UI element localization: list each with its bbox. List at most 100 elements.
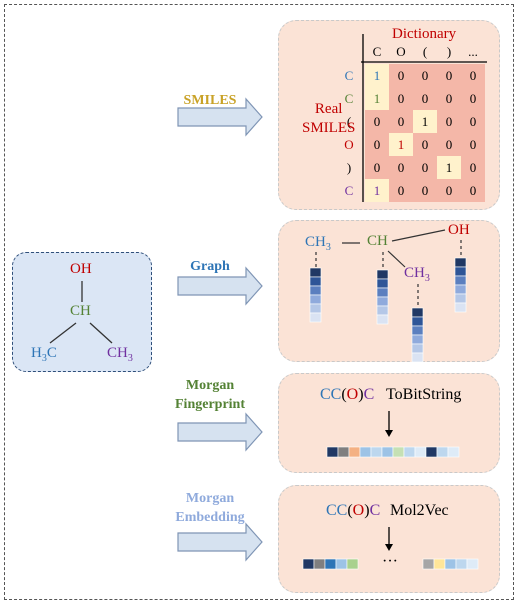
matrix-cell: 0 <box>422 183 429 198</box>
graph-method-label: Graph <box>190 259 230 274</box>
dictionary-label: Dictionary <box>392 26 457 42</box>
matrix-cell: 1 <box>398 137 405 152</box>
graph-feature-cell <box>454 302 467 313</box>
graph-node-ch3-left: CH3 <box>305 234 331 253</box>
matrix-row-label: C <box>345 183 354 198</box>
graph-node-ch: CH <box>367 233 388 249</box>
smiles-token: ) <box>364 502 370 519</box>
fingerprint-method: ToBitString <box>386 386 462 403</box>
matrix-column-label: ) <box>447 44 451 59</box>
matrix-cell: 0 <box>422 160 429 175</box>
matrix-row-label: C <box>345 68 354 83</box>
embedding-smiles: CC(O)C <box>326 502 380 520</box>
embedding-cell <box>302 558 315 570</box>
matrix-cell: 0 <box>398 160 405 175</box>
embedding-cell <box>466 558 479 570</box>
smiles-token: C <box>363 386 375 403</box>
edge-ch-ch3 <box>387 250 406 268</box>
matrix-cell: 0 <box>422 68 429 83</box>
embedding-cell <box>444 558 457 570</box>
matrix-cell: 0 <box>470 91 477 106</box>
graph-feature-cell <box>309 312 322 323</box>
smiles-token: O <box>352 502 365 519</box>
matrix-highlight-cell <box>437 156 461 179</box>
matrix-cell: 0 <box>422 91 429 106</box>
matrix-cell: 0 <box>470 160 477 175</box>
matrix-highlight-cell <box>365 64 389 87</box>
smiles-token: ) <box>358 386 364 403</box>
embedding-method: Mol2Vec <box>390 502 449 519</box>
matrix-column-label: C <box>373 44 382 59</box>
matrix-cell: 0 <box>374 114 381 129</box>
matrix-cell: 0 <box>470 68 477 83</box>
matrix-highlight-cell <box>413 110 437 133</box>
matrix-cell: 1 <box>374 68 381 83</box>
embedding-cell <box>433 558 446 570</box>
matrix-row-label: C <box>345 91 354 106</box>
matrix-cell: 0 <box>398 114 405 129</box>
embedding-cell <box>422 558 435 570</box>
matrix-cell: 0 <box>446 91 453 106</box>
ch-label: CH <box>70 303 91 319</box>
smiles-token: ( <box>341 386 347 403</box>
matrix-cell: 0 <box>374 160 381 175</box>
fingerprint-smiles: CC(O)C <box>320 386 374 404</box>
matrix-row-label: O <box>344 137 353 152</box>
matrix-highlight-cell <box>365 179 389 202</box>
molecule-bonds <box>49 281 113 344</box>
matrix-cell: 0 <box>446 68 453 83</box>
smiles-method-label: SMILES <box>183 93 237 108</box>
smiles-token: ( <box>347 502 353 519</box>
matrix-cell: 1 <box>422 114 429 129</box>
arrow-fingerprint <box>177 412 263 452</box>
embedding-cell <box>335 558 348 570</box>
arrow-embedding <box>177 522 263 562</box>
matrix-cell: 0 <box>470 183 477 198</box>
matrix-cell: 1 <box>374 91 381 106</box>
matrix-cell: 0 <box>398 183 405 198</box>
embedding-cell <box>346 558 359 570</box>
matrix-cell: 0 <box>374 137 381 152</box>
matrix-cell: 1 <box>374 183 381 198</box>
ch3-label: CH3 <box>107 345 133 364</box>
matrix-column-label: ... <box>468 44 478 59</box>
embedding-cell <box>455 558 468 570</box>
smiles-token: CC <box>320 386 342 403</box>
edge-ch-oh <box>391 229 446 242</box>
graph-node-ch3-right: CH3 <box>404 265 430 284</box>
matrix-column-label: O <box>396 44 405 59</box>
matrix-cell: 0 <box>398 68 405 83</box>
matrix-highlight-cell <box>389 133 413 156</box>
fingerprint-bit <box>447 446 460 458</box>
matrix-cell: 0 <box>470 137 477 152</box>
arrow-smiles <box>177 97 263 137</box>
molecule-structure: OH CH H3C CH3 <box>12 252 152 372</box>
matrix-cell: 0 <box>470 114 477 129</box>
embedding-cell <box>313 558 326 570</box>
matrix-cell: 0 <box>446 137 453 152</box>
graph-feature-cell <box>411 352 424 363</box>
matrix-cell: 0 <box>446 183 453 198</box>
smiles-token: C <box>369 502 381 519</box>
matrix-row-label: ) <box>347 160 351 175</box>
embedding-ellipsis: ··· <box>382 553 398 570</box>
embedding-cell <box>324 558 337 570</box>
arrow-graph <box>177 266 263 306</box>
oh-label: OH <box>70 261 92 277</box>
smiles-token: O <box>346 386 359 403</box>
matrix-cell: 0 <box>446 114 453 129</box>
smiles-token: CC <box>326 502 348 519</box>
matrix-row-label: ( <box>347 114 351 129</box>
matrix-column-label: ( <box>423 44 427 59</box>
matrix-cell: 0 <box>398 91 405 106</box>
matrix-highlight-cell <box>365 87 389 110</box>
matrix-cell: 1 <box>446 160 453 175</box>
graph-feature-cell <box>376 314 389 325</box>
